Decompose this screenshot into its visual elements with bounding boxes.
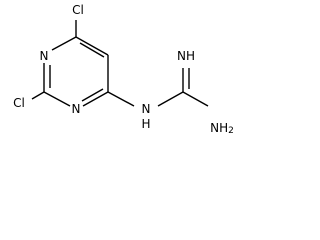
bond-c4-n3-inner xyxy=(81,88,104,102)
molecule-structure: Cl N N Cl N H NH NH2 xyxy=(13,3,234,136)
bond-cguan-amine xyxy=(182,91,209,107)
substituent-bonds xyxy=(31,20,209,107)
pyrimidine-ring xyxy=(43,36,109,107)
atom-n3: N xyxy=(72,102,81,116)
atom-cl-top: Cl xyxy=(72,3,84,17)
atom-amine-nh2-main: NH xyxy=(210,121,228,135)
atom-labels: Cl N N Cl N H NH NH2 xyxy=(13,3,234,136)
atom-imine-nh: NH xyxy=(177,49,195,63)
atom-amine-nh2: NH2 xyxy=(210,121,234,136)
bond-c4-n3 xyxy=(82,91,109,107)
atom-nh-linker: N xyxy=(142,102,151,116)
atom-cl-left: Cl xyxy=(13,96,25,110)
bond-c6-c5-inner xyxy=(79,42,105,58)
atom-amine-nh2-subscript: 2 xyxy=(228,126,234,136)
bond-n3-c2 xyxy=(43,91,71,107)
bond-nh-cguan xyxy=(157,91,184,107)
bond-c2-cl-left xyxy=(31,91,45,100)
bond-n1-c6 xyxy=(51,36,77,51)
atom-n1: N xyxy=(40,49,49,63)
bond-c4-nh xyxy=(107,91,135,107)
atom-nh-linker-h: H xyxy=(141,117,150,131)
bond-c6-c5 xyxy=(75,36,109,56)
